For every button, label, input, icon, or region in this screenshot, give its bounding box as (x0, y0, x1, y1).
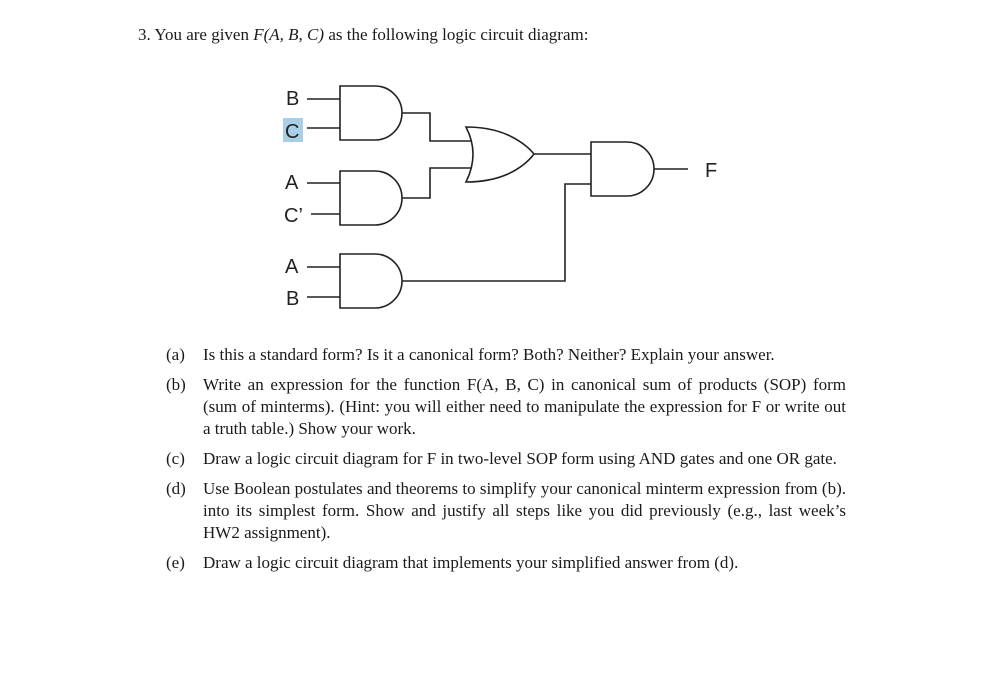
part-tag: (b) (166, 375, 186, 394)
input-label-a-1: A (285, 172, 299, 194)
label-highlight (283, 118, 303, 142)
output-label-f: F (705, 160, 717, 182)
part-a: (a) Is this a standard form? Is it a can… (166, 344, 846, 366)
and-gate-1 (339, 85, 403, 141)
input-label-b-2: B (286, 288, 299, 310)
part-text: Write an expression for the function F(A… (203, 375, 846, 438)
part-text: Draw a logic circuit diagram for F in tw… (203, 449, 837, 468)
part-tag: (c) (166, 449, 185, 468)
wire-and3-to-and (402, 183, 591, 282)
problem-intro-post: as the following logic circuit diagram: (328, 25, 589, 44)
part-text: Draw a logic circuit diagram that implem… (203, 553, 739, 572)
part-tag: (a) (166, 345, 185, 364)
and-gate-2 (339, 170, 403, 226)
input-label-c-prime: C’ (284, 205, 303, 227)
input-label-b-1: B (286, 88, 299, 110)
function-name: F(A, B, C) (253, 25, 325, 44)
part-text: Is this a standard form? Is it a canonic… (203, 345, 775, 364)
input-label-c: C (285, 121, 299, 143)
problem-intro-pre: You are given (154, 25, 249, 44)
input-label-a-2: A (285, 256, 299, 278)
part-tag: (e) (166, 553, 185, 572)
part-e: (e) Draw a logic circuit diagram that im… (166, 552, 846, 574)
wire-and1-to-or (402, 112, 478, 142)
and-gate-3 (339, 253, 403, 309)
problem-number: 3. (138, 25, 151, 44)
and-gate-output (590, 141, 655, 197)
part-c: (c) Draw a logic circuit diagram for F i… (166, 448, 846, 470)
question-parts: (a) Is this a standard form? Is it a can… (166, 344, 846, 582)
part-d: (d) Use Boolean postulates and theorems … (166, 478, 846, 544)
part-text: Use Boolean postulates and theorems to s… (203, 479, 846, 542)
or-gate (464, 126, 536, 183)
part-b: (b) Write an expression for the function… (166, 374, 846, 440)
wire-and2-to-or (402, 167, 478, 199)
problem-statement: 3. You are given F(A, B, C) as the follo… (138, 24, 588, 46)
part-tag: (d) (166, 479, 186, 498)
